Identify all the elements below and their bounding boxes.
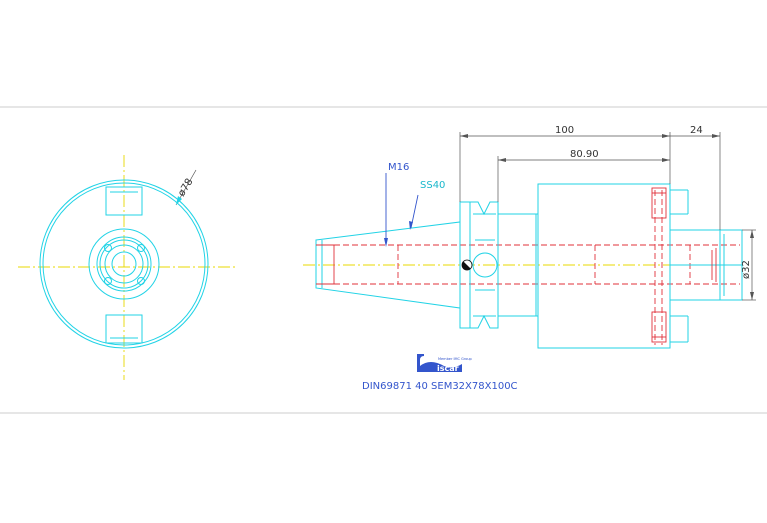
part-designation: DIN69871 40 SEM32X78X100C — [362, 381, 518, 392]
ss40-callout: SS40 — [420, 180, 445, 191]
dim-80-90-label: 80.90 — [570, 149, 599, 160]
logo-tagline: Member IMC Group — [438, 357, 473, 361]
bore-circle — [111, 251, 137, 277]
logo-mark — [417, 354, 424, 372]
flange — [459, 201, 538, 329]
end-view: ø78 — [18, 155, 235, 380]
flange-outer-circle — [39, 179, 209, 349]
drawing-frame — [0, 106, 767, 414]
dimensions: 100 24 80.90 ø32 — [459, 125, 756, 301]
diameter-78-label: ø78 — [176, 177, 195, 199]
screw-hole — [137, 277, 145, 285]
diameter-32-label: ø32 — [741, 260, 752, 279]
screw-hole — [104, 277, 112, 285]
screw-hole — [104, 244, 112, 252]
clamp-screw-top — [651, 187, 667, 219]
hub-outer-circle — [88, 228, 160, 300]
drive-slot-bottom — [105, 314, 143, 344]
clamp-screw-bottom — [651, 311, 667, 343]
iscar-logo: iscar Member IMC Group — [417, 354, 473, 373]
screw-hole — [137, 244, 145, 252]
holder-body — [535, 183, 671, 349]
side-view — [303, 183, 743, 349]
callouts: M16 SS40 — [384, 162, 445, 247]
m16-callout: M16 — [388, 162, 409, 173]
logo-brand-text: iscar — [437, 364, 459, 373]
coolant-port — [472, 252, 498, 278]
dim-24-label: 24 — [690, 125, 703, 136]
dim-100-label: 100 — [555, 125, 574, 136]
drive-slot-top — [105, 186, 143, 216]
